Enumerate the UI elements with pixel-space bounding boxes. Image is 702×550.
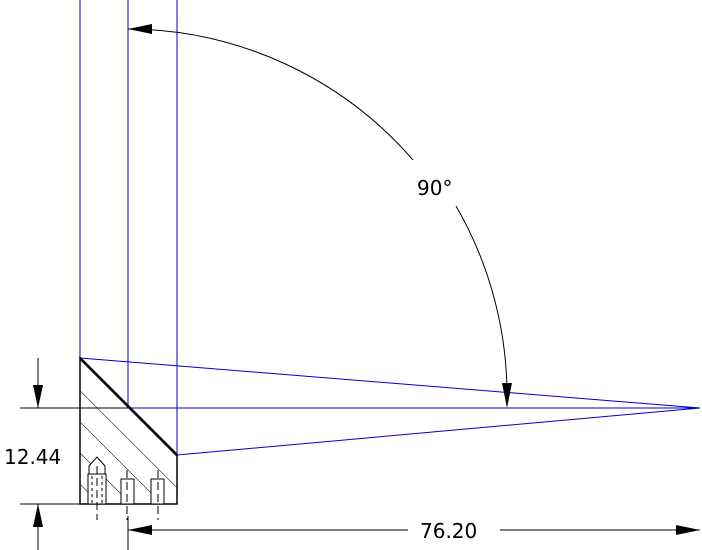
angle-arc-lower [455, 205, 508, 401]
angle-arrowhead-bottom [502, 383, 512, 408]
pin-middle [120, 470, 135, 520]
pin-right-body [150, 478, 165, 505]
angle-dimension [127, 24, 512, 408]
length-arrowhead-left [128, 525, 152, 535]
part-chamfer-edge [79, 357, 178, 456]
bolt-left [87, 456, 107, 520]
construction-lines [79, 0, 701, 456]
length-dimension-label: 76.20 [420, 519, 477, 543]
length-arrowhead-right [676, 525, 700, 535]
angle-arc-upper [127, 28, 414, 161]
angle-arrowhead-top [128, 24, 152, 34]
height-arrowhead-top [33, 385, 43, 408]
height-dimension-label: 12.44 [4, 445, 61, 469]
upper-convergent-line [79, 357, 701, 409]
height-arrowhead-bottom [33, 504, 43, 527]
lower-convergent-line [176, 407, 701, 456]
angle-dimension-label: 90° [417, 176, 452, 200]
height-dimension [20, 358, 128, 550]
pin-middle-body [120, 478, 135, 505]
part-section [79, 356, 178, 520]
length-dimension [127, 516, 700, 550]
bolt-left-head [88, 456, 106, 475]
pin-right [150, 470, 165, 520]
